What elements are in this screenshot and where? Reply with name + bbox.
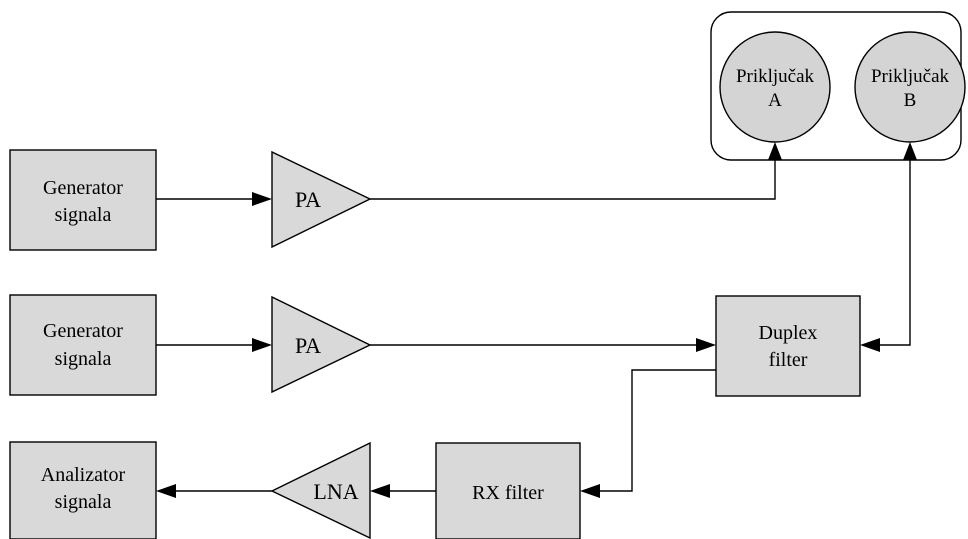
arrow-into-pa2: [252, 338, 272, 352]
pa-2-amplifier: PA: [271, 295, 372, 394]
pa-2-triangle: [271, 295, 372, 394]
duplex-filter-block: Duplex filter: [715, 295, 861, 397]
arrow-into-rx-filter: [580, 484, 600, 498]
port-a: Priključak A: [719, 31, 831, 143]
rx-filter-block: RX filter: [435, 442, 581, 539]
duplex-filter-label-line2: filter: [769, 349, 808, 371]
lna-label: LNA: [313, 479, 358, 504]
port-a-label-line2: A: [768, 90, 782, 111]
generator-2-label-line1: Generator: [43, 320, 123, 342]
pa-1-amplifier: PA: [271, 150, 372, 249]
analyzer-box: [9, 441, 157, 539]
analyzer-label-line2: signala: [55, 491, 112, 513]
arrow-into-lna: [370, 484, 390, 498]
port-a-label-line1: Priključak: [736, 66, 815, 87]
pa-1-label: PA: [295, 187, 321, 212]
pa-2-label: PA: [295, 333, 321, 358]
arrow-into-port-b: [903, 142, 917, 160]
lna-amplifier: LNA: [270, 441, 371, 539]
wire-duplex-to-port-b: [877, 158, 911, 346]
generator-2-box: [9, 294, 157, 396]
port-a-circle: [719, 31, 831, 143]
port-b: Priključak B: [854, 31, 966, 143]
arrow-into-port-a: [768, 142, 782, 160]
wire-duplex-to-rx-filter: [597, 369, 716, 492]
port-b-label-line1: Priključak: [871, 66, 950, 87]
rx-filter-box: [435, 442, 581, 539]
arrow-into-analyzer: [156, 484, 176, 498]
generator-2-label-line2: signala: [55, 348, 112, 370]
analyzer-label-line1: Analizator: [41, 464, 126, 486]
generator-1-block: Generator signala: [9, 149, 157, 251]
arrow-into-duplex: [696, 338, 716, 352]
generator-1-box: [9, 149, 157, 251]
generator-1-label-line1: Generator: [43, 177, 123, 199]
duplex-filter-box: [715, 295, 861, 397]
port-b-circle: [854, 31, 966, 143]
generator-2-block: Generator signala: [9, 294, 157, 396]
lna-triangle: [270, 441, 371, 539]
analyzer-block: Analizator signala: [9, 441, 157, 539]
arrow-into-pa1: [252, 192, 272, 206]
rx-filter-label: RX filter: [472, 482, 544, 504]
generator-1-label-line2: signala: [55, 204, 112, 226]
wire-pa1-to-port-a: [370, 158, 776, 200]
arrow-into-duplex-from-port-b: [860, 338, 880, 352]
duplex-filter-label-line1: Duplex: [759, 322, 818, 344]
pa-1-triangle: [271, 150, 372, 249]
port-b-label-line2: B: [904, 90, 917, 111]
